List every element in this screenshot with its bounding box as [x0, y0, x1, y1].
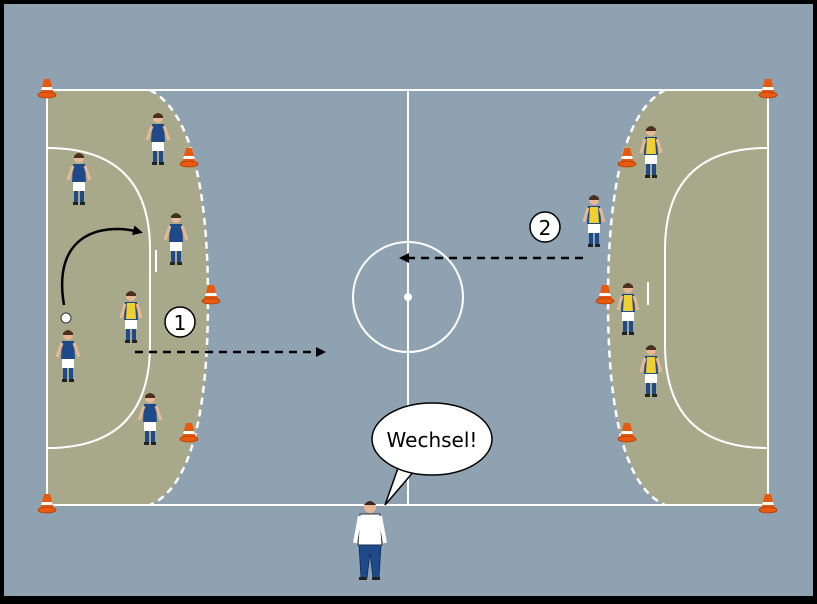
- marker-2: 2: [529, 211, 561, 243]
- right-goal-area: [608, 90, 768, 505]
- marker-2-label: 2: [539, 216, 552, 240]
- speech-text: Wechsel!: [387, 428, 478, 452]
- speech-bubble: Wechsel!: [371, 402, 493, 506]
- center-circle: [352, 241, 464, 353]
- pass-arrow: [61, 225, 143, 306]
- coach-figure: [353, 501, 387, 580]
- ball-icon: [60, 312, 72, 324]
- left-six-meter-line: [46, 147, 151, 449]
- marker-1-label: 1: [174, 311, 187, 335]
- right-six-meter-line: [664, 147, 769, 449]
- center-spot: [404, 293, 412, 301]
- marker-1: 1: [164, 306, 196, 338]
